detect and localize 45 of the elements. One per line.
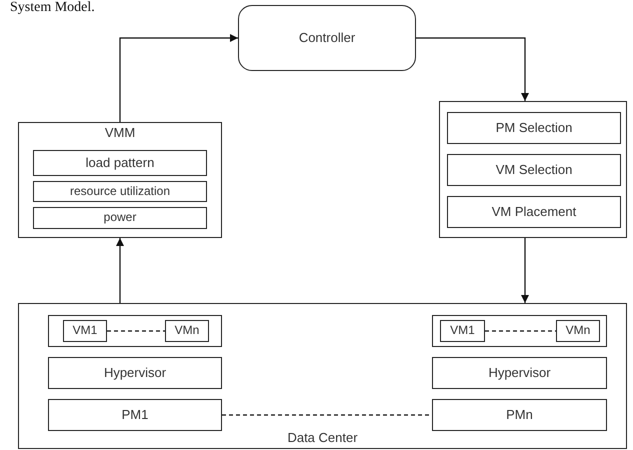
dashed-connector bbox=[222, 414, 432, 416]
empty-box bbox=[48, 315, 222, 347]
box-label: PM Selection bbox=[496, 120, 572, 136]
box-label: VM Placement bbox=[492, 204, 576, 220]
box-label: Controller bbox=[298, 30, 356, 46]
process-box bbox=[440, 320, 485, 342]
arrow bbox=[119, 34, 238, 122]
arrow bbox=[416, 37, 529, 101]
process-box bbox=[48, 399, 222, 431]
empty-box bbox=[439, 101, 627, 238]
box-label: Hypervisor bbox=[488, 366, 551, 380]
arrow bbox=[116, 238, 124, 303]
dashed-connector bbox=[107, 330, 165, 332]
process-box bbox=[33, 150, 207, 176]
box-label: VM Selection bbox=[496, 162, 572, 178]
process-box bbox=[447, 196, 621, 228]
dashed-connector bbox=[485, 330, 556, 332]
process-box bbox=[432, 357, 607, 389]
box-label: load pattern bbox=[86, 156, 154, 170]
box-label: VM1 bbox=[72, 324, 98, 338]
group-box bbox=[18, 122, 222, 238]
box-label: VMn bbox=[174, 324, 200, 338]
process-box bbox=[447, 154, 621, 186]
process-box bbox=[33, 181, 207, 202]
arrow bbox=[521, 238, 529, 303]
group-title: VMM bbox=[104, 126, 136, 141]
process-box bbox=[165, 320, 209, 342]
box-label: VM1 bbox=[450, 324, 475, 338]
process-box bbox=[63, 320, 107, 342]
container-box bbox=[18, 303, 627, 449]
group-title: Data Center bbox=[287, 431, 358, 446]
process-box bbox=[33, 207, 207, 229]
process-box bbox=[432, 399, 607, 431]
process-box bbox=[238, 5, 416, 71]
box-label: PMn bbox=[506, 408, 533, 422]
process-box bbox=[48, 357, 222, 389]
process-box bbox=[447, 112, 621, 144]
box-label: VMn bbox=[566, 324, 590, 338]
box-label: resource utilization bbox=[70, 184, 170, 198]
box-label: power bbox=[104, 211, 136, 225]
empty-box bbox=[432, 315, 607, 347]
heading-note: System Model. bbox=[10, 0, 95, 16]
box-label: Hypervisor bbox=[104, 366, 166, 380]
process-box bbox=[556, 320, 600, 342]
box-label: PM1 bbox=[122, 408, 148, 422]
